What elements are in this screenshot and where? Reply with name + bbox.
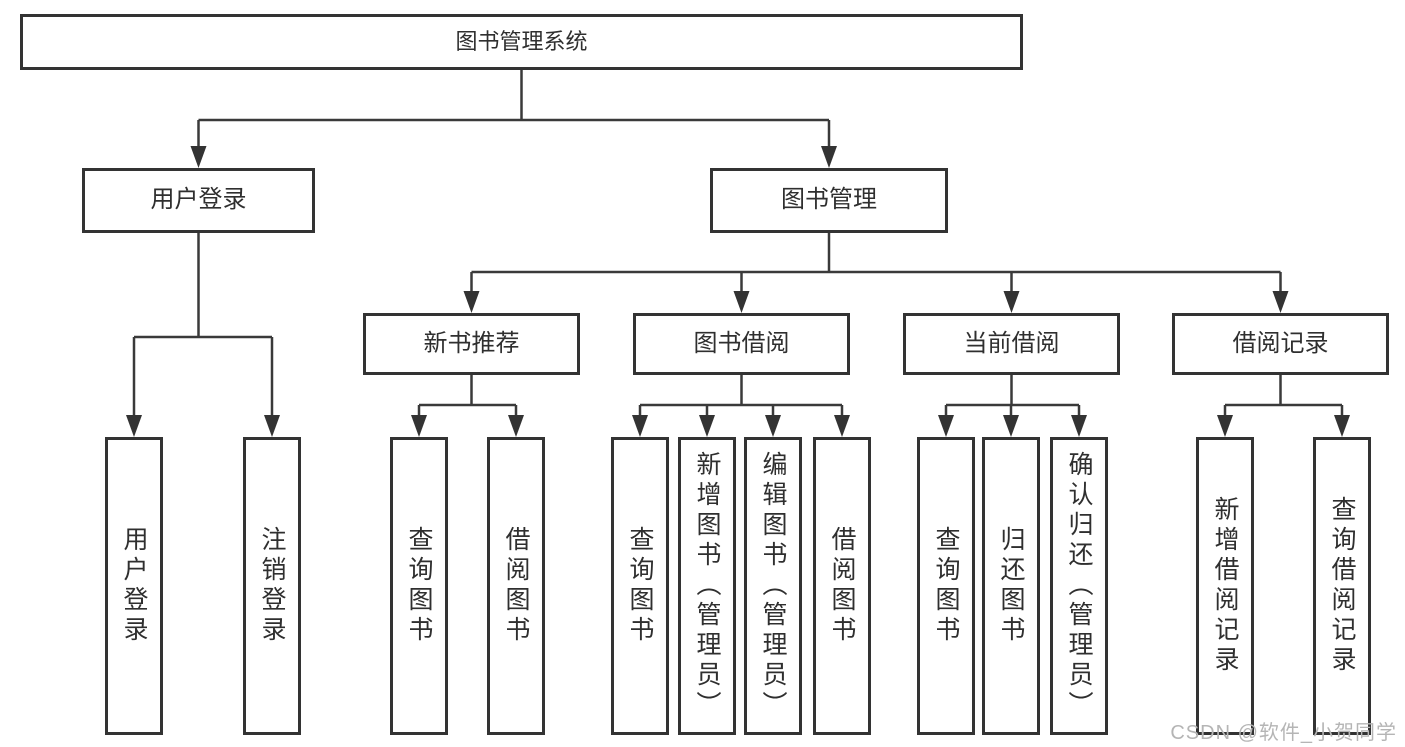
connector-book-borrow: [638, 375, 844, 419]
csdn-watermark: CSDN @软件_小贺同学: [1170, 722, 1397, 744]
node-leaf-confirm-return-admin: 确认归还（管理员）: [1050, 437, 1108, 735]
arrow-down-icon: [126, 415, 142, 437]
node-user-login: 用户登录: [82, 168, 315, 233]
connector-user-login: [132, 233, 274, 419]
connector-new-book: [417, 375, 518, 419]
node-leaf-return-book: 归还图书: [982, 437, 1040, 735]
arrow-down-icon: [508, 415, 524, 437]
arrow-down-icon: [190, 146, 207, 168]
node-leaf-user-login: 用户登录: [105, 437, 163, 735]
node-borrow-records: 借阅记录: [1172, 313, 1389, 375]
node-book-management: 图书管理: [710, 168, 948, 233]
node-leaf-logout: 注销登录: [243, 437, 301, 735]
arrow-down-icon: [1003, 415, 1019, 437]
connector-current-borrow: [944, 375, 1081, 419]
node-new-book-recommend: 新书推荐: [363, 313, 580, 375]
node-leaf-query-books-current: 查询图书: [917, 437, 975, 735]
arrow-down-icon: [1003, 291, 1020, 313]
arrow-down-icon: [463, 291, 480, 313]
connector-book-management: [470, 233, 1282, 295]
node-leaf-query-books-recommend: 查询图书: [390, 437, 448, 735]
arrow-down-icon: [1217, 415, 1233, 437]
arrow-down-icon: [821, 146, 837, 168]
arrow-down-icon: [1071, 415, 1087, 437]
node-book-borrow: 图书借阅: [633, 313, 850, 375]
arrow-down-icon: [699, 415, 715, 437]
arrow-down-icon: [632, 415, 648, 437]
node-leaf-add-book-admin: 新增图书（管理员）: [678, 437, 736, 735]
node-leaf-query-borrow-record: 查询借阅记录: [1313, 437, 1371, 735]
node-leaf-borrow-books-recommend: 借阅图书: [487, 437, 545, 735]
node-root-system: 图书管理系统: [20, 14, 1023, 70]
arrow-down-icon: [1334, 415, 1350, 437]
arrow-down-icon: [264, 415, 280, 437]
arrow-down-icon: [1272, 291, 1289, 313]
arrow-down-icon: [765, 415, 781, 437]
connector-root: [197, 70, 831, 150]
arrow-down-icons: [126, 146, 1350, 437]
node-leaf-borrow-book: 借阅图书: [813, 437, 871, 735]
arrow-down-icon: [733, 291, 750, 313]
node-leaf-add-borrow-record: 新增借阅记录: [1196, 437, 1254, 735]
arrow-down-icon: [834, 415, 850, 437]
arrow-down-icon: [938, 415, 954, 437]
node-current-borrow: 当前借阅: [903, 313, 1120, 375]
node-leaf-edit-book-admin: 编辑图书（管理员）: [744, 437, 802, 735]
connector-borrow-records: [1223, 375, 1344, 419]
arrow-down-icon: [411, 415, 427, 437]
node-leaf-query-books-borrow: 查询图书: [611, 437, 669, 735]
